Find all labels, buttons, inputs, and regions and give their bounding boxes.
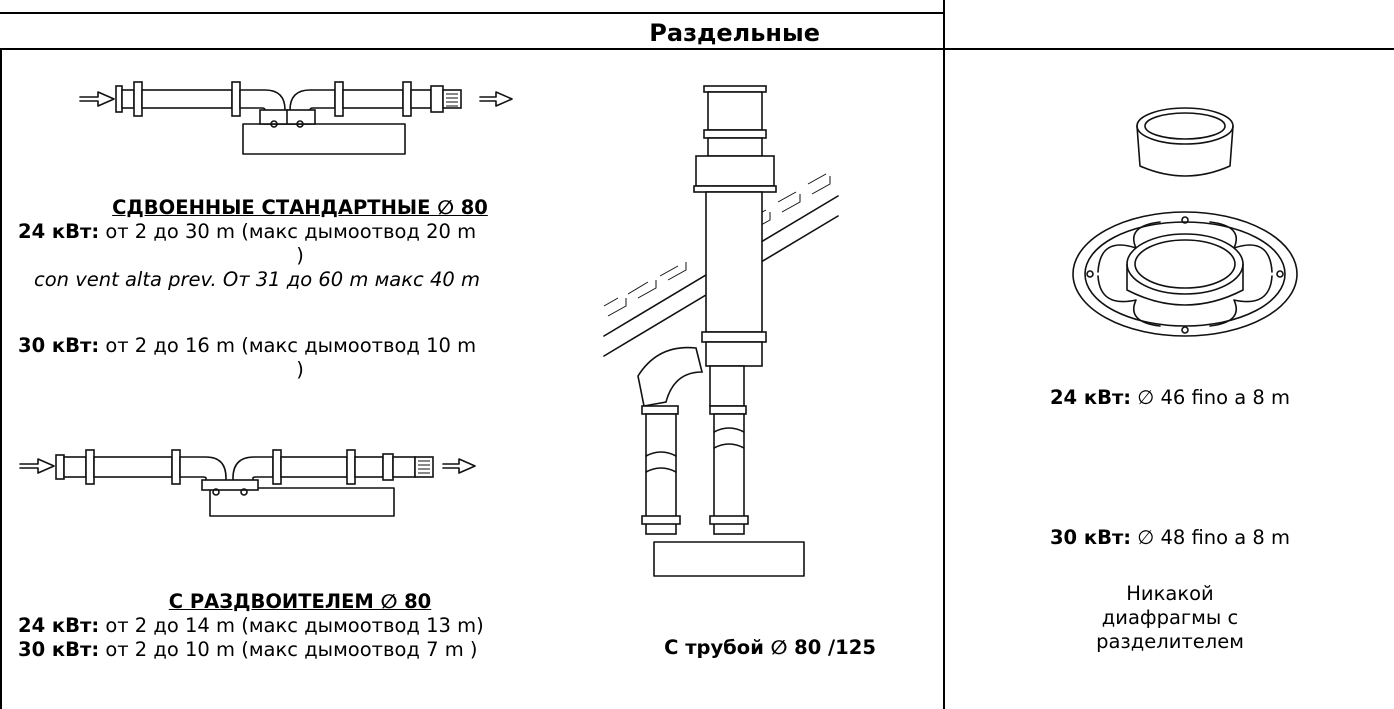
block1-line3-label: 30 кВт: (18, 334, 100, 357)
twin-pipe-diagram-top (79, 81, 513, 155)
table-left-border (0, 48, 2, 709)
roof-flue-diagram (603, 85, 839, 577)
col3-line2-label: 30 кВт: (1049, 526, 1132, 549)
section-title: Раздельные (649, 19, 820, 47)
top-left-rule (0, 12, 945, 14)
block1-line3-text: от 2 до 16 m (макс дымоотвод 10 m (99, 334, 477, 357)
block2-line2: 30 кВт: от 2 до 10 m (макс дымоотвод 7 m… (18, 638, 478, 662)
col2-caption: С трубой ∅ 80 /125 (664, 636, 876, 659)
block2-line2-label: 30 кВт: (18, 638, 100, 661)
block2-line2-text: от 2 до 10 m (макс дымоотвод 7 m ) (99, 638, 478, 661)
block2-line1-label: 24 кВт: (18, 614, 100, 637)
block1-title: СДВОЕННЫЕ СТАНДАРТНЫЕ ∅ 80 (112, 196, 488, 219)
block1-line3: 30 кВт: от 2 до 16 m (макс дымоотвод 10 … (18, 334, 476, 358)
header-bottom-rule (0, 48, 1394, 50)
block1-line3-wrap: ) (296, 358, 304, 381)
twin-pipe-diagram-splitter (19, 449, 476, 517)
block1-line1-label: 24 кВт: (18, 220, 100, 243)
col3-line1: 24 кВт: ∅ 46 fino a 8 m (946, 386, 1394, 410)
col3-line1-label: 24 кВт: (1049, 386, 1132, 409)
col3-line2-text: ∅ 48 fino a 8 m (1131, 526, 1291, 549)
col3-note: Никакой диафрагмы с разделителем (1096, 582, 1244, 653)
block2-line1-text: от 2 до 14 m (макс дымоотвод 13 m) (99, 614, 484, 637)
col3-line2: 30 кВт: ∅ 48 fino a 8 m (946, 526, 1394, 550)
block1-line1-text: от 2 до 30 m (макс дымоотвод 20 m (99, 220, 477, 243)
block1-line2: con vent alta prev. От 31 до 60 m макс 4… (34, 268, 480, 291)
block2-line1: 24 кВт: от 2 до 14 m (макс дымоотвод 13 … (18, 614, 484, 638)
col3-line1-text: ∅ 46 fino a 8 m (1131, 386, 1291, 409)
block1-line1: 24 кВт: от 2 до 30 m (макс дымоотвод 20 … (18, 220, 476, 244)
table-divider (943, 0, 945, 709)
block2-title: С РАЗДВОИТЕЛЕМ ∅ 80 (168, 590, 432, 613)
block1-line1-wrap: ) (296, 244, 304, 267)
diaphragm-diagram (1072, 107, 1298, 337)
